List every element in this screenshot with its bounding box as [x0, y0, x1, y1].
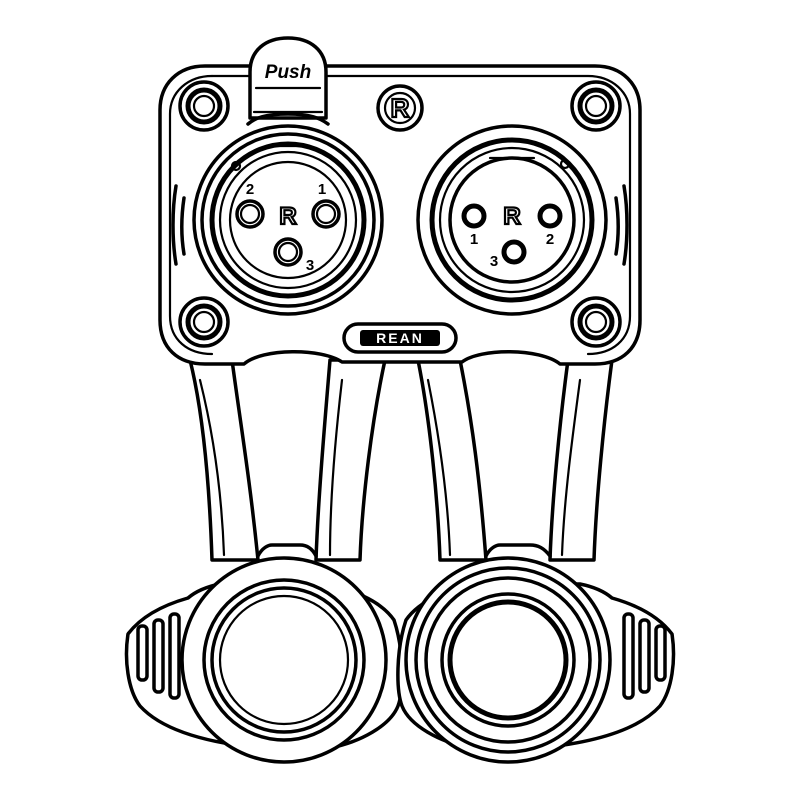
female-pin-2: 2	[235, 181, 265, 229]
right-dust-cap	[396, 556, 676, 764]
female-center-mark: R	[279, 203, 296, 230]
brand-badge-label: REAN	[376, 330, 424, 346]
male-pin-2-label: 2	[546, 231, 554, 248]
female-pin-2-label: 2	[246, 181, 254, 198]
push-latch[interactable]: Push	[246, 36, 330, 126]
screw-top-right	[570, 80, 622, 132]
brand-badge: REAN	[342, 322, 458, 354]
female-xlr-connector: 2 1 3 R	[192, 124, 384, 316]
male-center-mark: R	[503, 203, 520, 230]
screw-bottom-right	[570, 296, 622, 348]
male-pin-2: 2	[537, 203, 563, 248]
male-pin-3: 3	[490, 239, 527, 270]
left-dust-cap	[124, 556, 404, 764]
right-strap	[416, 358, 614, 562]
male-pin-3-label: 3	[490, 253, 498, 270]
brand-mark: R	[391, 93, 410, 123]
push-label: Push	[265, 62, 311, 83]
male-pin-1: 1	[461, 203, 487, 248]
right-side-slots	[614, 184, 629, 266]
right-cap-vent-slots	[622, 612, 667, 700]
screw-bottom-left	[178, 296, 230, 348]
left-strap	[188, 358, 387, 562]
left-side-slots	[171, 184, 186, 266]
male-pin-1-label: 1	[470, 231, 478, 248]
female-pin-3-label: 3	[306, 257, 314, 274]
female-pin-1: 1	[311, 181, 341, 229]
logo-icon: R	[376, 84, 424, 132]
female-pin-1-label: 1	[318, 181, 326, 198]
screw-top-left	[178, 80, 230, 132]
female-pin-3: 3	[273, 237, 314, 274]
left-cap-vent-slots	[136, 612, 181, 700]
male-xlr-connector: 1 2 3 R	[416, 124, 608, 316]
